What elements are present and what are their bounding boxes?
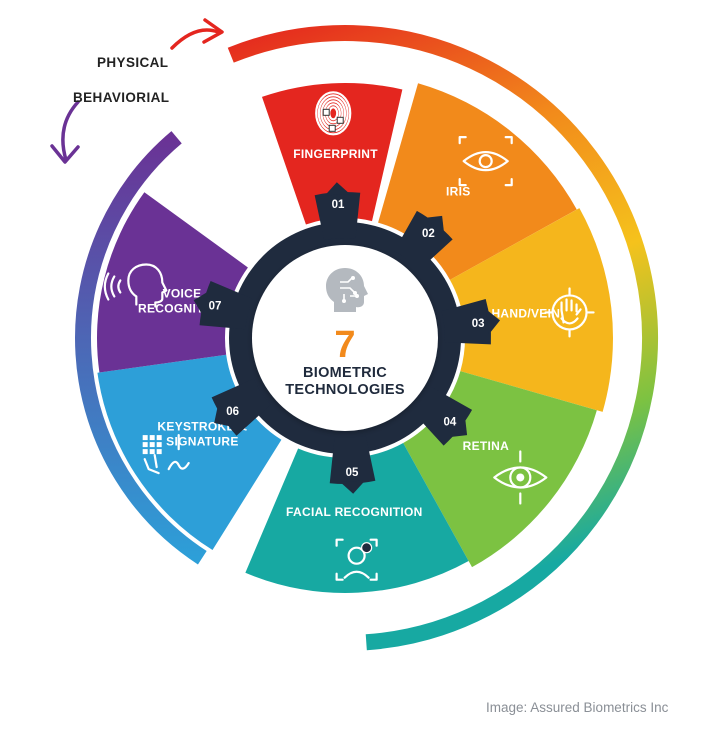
- segment-number-05: 05: [346, 467, 359, 479]
- number-pointer-07: [193, 291, 209, 316]
- head-circuit-icon: [326, 268, 368, 312]
- segment-07: [97, 192, 248, 373]
- segment-number-01: 01: [332, 199, 345, 211]
- segments-group: FINGERPRINT IRIS HAND/VEIN RETINA FACIAL REC…: [97, 83, 613, 593]
- segment-label-05: FACIAL RECOGNITION: [286, 505, 423, 519]
- number-pointer-06: [214, 405, 232, 427]
- center-title-line2: TECHNOLOGIES: [285, 382, 405, 398]
- number-pointer-05: [339, 480, 366, 494]
- face-scan-icon: [335, 538, 378, 581]
- segment-number-03: 03: [472, 318, 485, 330]
- number-tab-03: [441, 298, 491, 345]
- center-number: 7: [334, 324, 355, 366]
- segment-number-04: 04: [443, 416, 456, 428]
- voice-head-icon: [103, 263, 168, 308]
- segment-05: [245, 442, 469, 593]
- number-tab-07: [199, 280, 253, 330]
- segment-number-02: 02: [422, 228, 435, 240]
- segment-number-07: 07: [209, 301, 222, 313]
- number-pointer-04: [449, 417, 468, 438]
- image-credit: Image: Assured Biometrics Inc: [486, 700, 669, 715]
- segment-label-07: VOICE: [163, 286, 202, 300]
- fingerprint-icon: [315, 91, 352, 136]
- segment-label-01: FINGERPRINT: [293, 147, 378, 161]
- behavioral-legend-label: BEHAVIORIAL: [73, 90, 169, 105]
- number-tab-05: [329, 435, 376, 484]
- behavioral-arrow-icon: [50, 100, 80, 164]
- number-pointer-01: [324, 182, 351, 196]
- hand-target-icon: [544, 287, 595, 338]
- segment-03: [449, 208, 613, 412]
- physical-legend-label: PHYSICAL: [97, 55, 168, 70]
- number-pointer-03: [486, 309, 500, 335]
- segment-label-02: IRIS: [446, 185, 471, 199]
- segment-label-04: RETINA: [463, 439, 509, 453]
- segment-01: [261, 83, 403, 225]
- physical-arrow-icon: [170, 18, 224, 50]
- physical-outer-arc: [227, 25, 658, 651]
- number-pointer-02: [424, 215, 445, 234]
- segment-label-line2-06: SIGNATURE: [166, 435, 238, 449]
- eye-target-icon: [493, 450, 548, 505]
- center-title-line1: BIOMETRIC: [303, 365, 387, 381]
- keypad-signature-icon: [142, 433, 190, 475]
- eye-frame-icon: [458, 136, 513, 187]
- center-circle: [252, 245, 438, 431]
- segment-label-03: HAND/VEIN: [491, 306, 560, 320]
- behavioral-outer-arc: [75, 131, 207, 565]
- number-tab-01: [314, 192, 361, 241]
- segment-number-06: 06: [226, 406, 239, 418]
